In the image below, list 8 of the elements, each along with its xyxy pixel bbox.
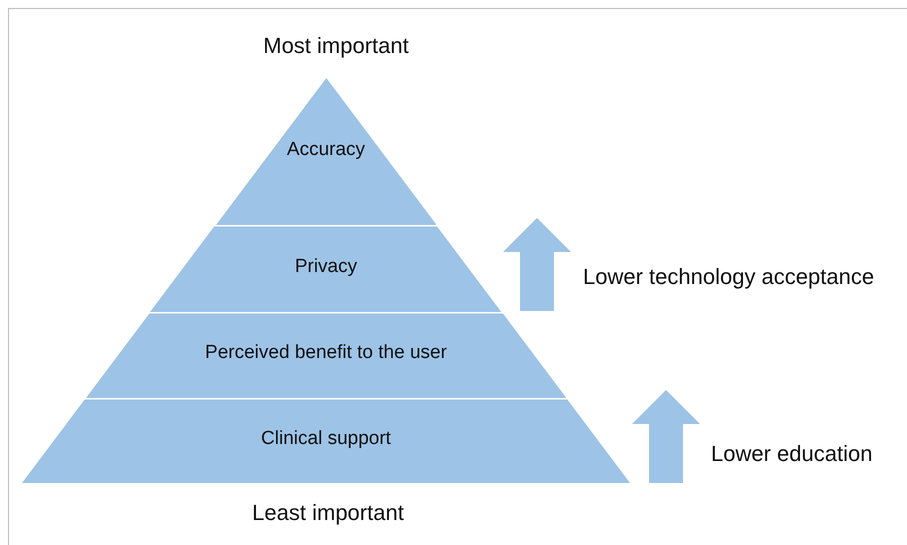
importance-label: Least important [252, 500, 404, 526]
side-note: Lower education [711, 441, 872, 467]
tier-label: Accuracy [286, 139, 366, 161]
importance-label: Most important [263, 33, 409, 59]
tier-label: Privacy [294, 256, 358, 278]
side-note: Lower technology acceptance [583, 264, 874, 290]
tier-label: Perceived benefit to the user [205, 342, 447, 364]
tier-label: Clinical support [261, 428, 391, 450]
